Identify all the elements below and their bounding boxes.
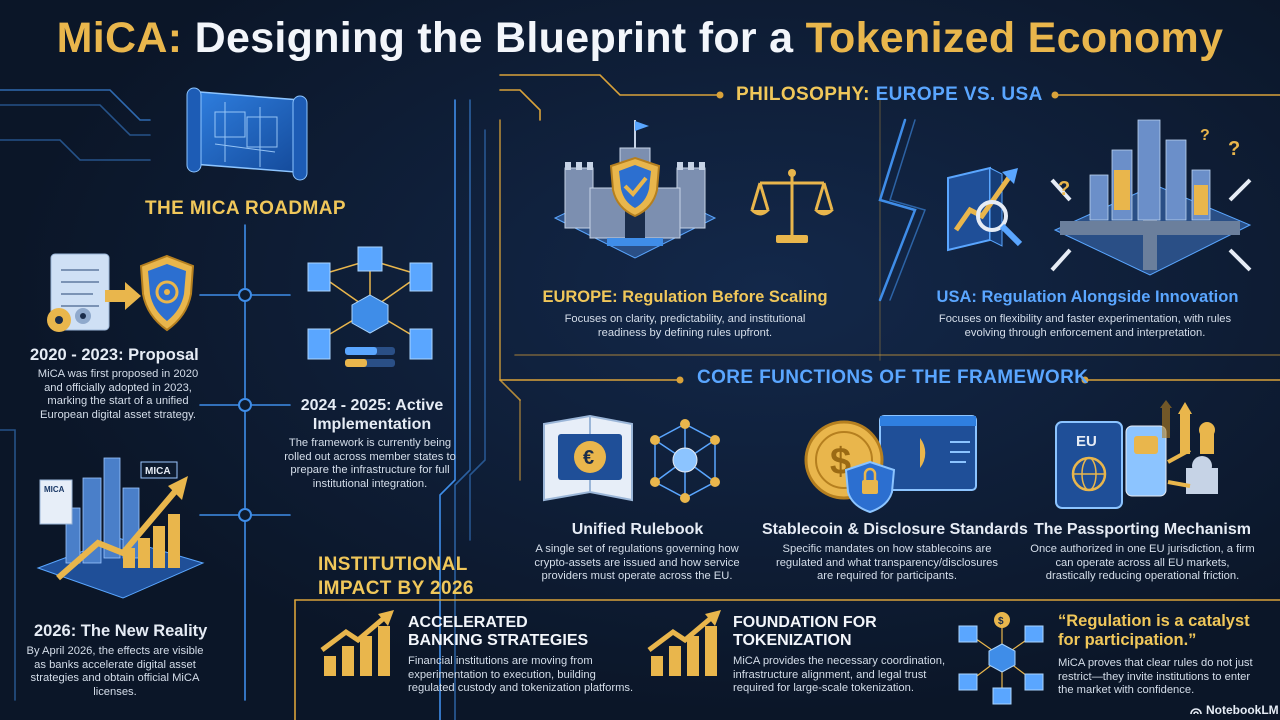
europe-desc: Focuses on clarity, predictability, and … <box>564 313 806 339</box>
impact-heading: INSTITUTIONAL IMPACT BY 2026 <box>318 553 474 601</box>
impact-tokenization-title-line1: FOUNDATION FOR <box>733 614 877 631</box>
network-nodes-icon <box>307 246 433 367</box>
passport-label-eu: EU <box>1076 433 1097 450</box>
stablecoin-standards-title: Stablecoin & Disclosure Standards <box>762 521 1028 538</box>
quote-line2: for participation.” <box>1058 631 1197 649</box>
roadmap-heading: THE MICA ROADMAP <box>145 198 346 219</box>
brand-watermark: NotebookLM <box>1190 703 1279 717</box>
phase-new-reality-desc: By April 2026, the effects are visible a… <box>26 645 204 698</box>
title-part-main: Designing the Blueprint for a <box>194 14 794 62</box>
svg-text:$: $ <box>998 616 1004 627</box>
blueprint-scroll-icon <box>186 87 308 181</box>
analytics-magnifier-icon <box>947 166 1023 252</box>
svg-text:?: ? <box>1200 127 1210 144</box>
brand-name: NotebookLM <box>1206 703 1279 717</box>
growth-chart-icon-banking <box>320 610 394 676</box>
core-functions-heading: CORE FUNCTIONS OF THE FRAMEWORK <box>697 367 1089 388</box>
quote-line1: “Regulation is a catalyst <box>1058 612 1250 630</box>
city-growth-arrow-icon: MICA MICA <box>36 457 205 599</box>
philosophy-heading-compare: EUROPE VS. USA <box>875 84 1043 105</box>
castle-shield-icon <box>553 120 717 259</box>
usa-desc: Focuses on flexibility and faster experi… <box>938 313 1232 339</box>
unified-rulebook-title: Unified Rulebook <box>571 521 704 538</box>
stablecoin-lock-icon: $ <box>804 415 977 513</box>
phase-implementation-title: 2024 - 2025: Active Implementation <box>300 397 444 433</box>
phase-implementation-desc: The framework is currently being rolled … <box>284 437 456 490</box>
usa-title: USA: Regulation Alongside Innovation <box>936 288 1239 306</box>
eu-passport-landmarks-icon: EU <box>1055 400 1218 509</box>
title-part-highlight: Tokenized Economy <box>805 14 1224 62</box>
svg-text:?: ? <box>1228 138 1240 160</box>
sign-label-mica: MICA <box>145 466 171 477</box>
philosophy-heading-label: PHILOSOPHY: <box>736 84 870 105</box>
impact-tokenization-title-line2: TOKENIZATION <box>733 632 852 649</box>
growth-chart-icon-tokenization <box>647 610 721 676</box>
phase-proposal-desc: MiCA was first proposed in 2020 and offi… <box>37 368 199 421</box>
impact-banking-title: ACCELERATED BANKING STRATEGIES <box>408 614 588 650</box>
connected-ecosystem-icon: $ <box>958 612 1044 705</box>
svg-text:€: € <box>583 447 594 469</box>
unified-rulebook-desc: A single set of regulations governing ho… <box>534 543 740 582</box>
stablecoin-standards-desc: Specific mandates on how stablecoins are… <box>775 543 998 582</box>
rulebook-euro-network-icon: € <box>543 414 720 503</box>
passporting-title: The Passporting Mechanism <box>1034 521 1251 538</box>
svg-text:?: ? <box>1058 178 1070 200</box>
phase-new-reality-title: 2026: The New Reality <box>34 622 208 640</box>
europe-title: EUROPE: Regulation Before Scaling <box>542 288 828 306</box>
impact-banking-desc: Financial institutions are moving from e… <box>408 655 634 694</box>
phase-proposal-title: 2020 - 2023: Proposal <box>30 346 199 364</box>
page-title: MiCA: Designing the Blueprint for a Toke… <box>0 14 1280 63</box>
impact-tokenization-desc: MiCA provides the necessary coordination… <box>733 655 946 694</box>
impact-banking-title-line2: BANKING STRATEGIES <box>408 632 589 649</box>
quote-text: “Regulation is a catalyst for participat… <box>1058 612 1250 650</box>
quote-desc: MiCA proves that clear rules do not just… <box>1058 657 1253 696</box>
city-crossroads-icon: ? ? ? <box>1050 119 1252 276</box>
title-part-mica: MiCA: <box>56 14 183 62</box>
notebooklm-logo-icon <box>1190 708 1202 715</box>
balance-scales-icon <box>750 169 834 243</box>
impact-heading-line2: IMPACT BY 2026 <box>318 578 474 599</box>
doc-label-mica: MICA <box>44 485 65 494</box>
proposal-document-shield-icon <box>47 253 195 332</box>
impact-tokenization-title: FOUNDATION FOR TOKENIZATION <box>733 614 877 650</box>
impact-banking-title-line1: ACCELERATED <box>408 614 528 631</box>
philosophy-heading: PHILOSOPHY: EUROPE VS. USA <box>736 84 1043 106</box>
passporting-desc: Once authorized in one EU jurisdiction, … <box>1030 543 1255 582</box>
impact-heading-line1: INSTITUTIONAL <box>318 554 468 575</box>
